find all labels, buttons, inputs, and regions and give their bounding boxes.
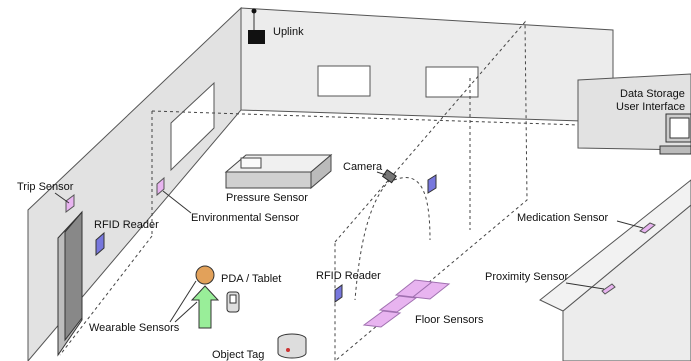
object-tag-body — [277, 339, 307, 359]
left-wall-window — [170, 81, 215, 172]
medication-sensor-leader — [616, 220, 644, 229]
trip-sensor-leader — [54, 192, 70, 204]
bed-front — [225, 171, 312, 189]
wearable-sensors-label: Wearable Sensors — [89, 322, 180, 334]
pda-screen — [229, 294, 237, 304]
object-tag-dot — [286, 348, 290, 352]
medication-sensor-label: Medication Sensor — [517, 212, 608, 224]
environmental-sensor — [156, 176, 165, 197]
floor-edge-left-bottom — [59, 235, 153, 356]
proximity-sensor-label: Proximity Sensor — [485, 271, 568, 283]
user-interface-label: User Interface — [616, 101, 685, 113]
computer-keyboard — [659, 145, 691, 155]
bed-side — [310, 153, 332, 190]
uplink-box — [248, 30, 265, 44]
floor-sensors-label: Floor Sensors — [415, 314, 484, 326]
rfid-reader-floor-label: RFID Reader — [316, 270, 381, 282]
camera-icon — [381, 169, 397, 184]
floor-sensor-4 — [362, 310, 402, 328]
person-body — [190, 285, 220, 329]
right-desk-top — [577, 73, 691, 151]
object-tag-label: Object Tag — [212, 349, 264, 361]
floor-sensor-2 — [411, 281, 451, 300]
trip-sensor-label: Trip Sensor — [17, 181, 74, 193]
uplink-label: Uplink — [273, 26, 304, 38]
pressure-pad — [240, 157, 262, 169]
rfid-reader-floor — [334, 284, 343, 303]
pressure-sensor-label: Pressure Sensor — [226, 192, 308, 204]
medication-sensor — [639, 222, 656, 234]
rfid-reader-wall-label: RFID Reader — [94, 219, 159, 231]
back-wall-sensor — [427, 174, 437, 194]
door-edge — [64, 210, 83, 342]
person-head — [195, 265, 215, 285]
trip-sensor — [65, 194, 75, 213]
pda-tablet-label: PDA / Tablet — [221, 273, 281, 285]
proximity-sensor — [601, 283, 616, 295]
right-counter-top — [539, 179, 691, 312]
back-wall-window-left — [317, 65, 371, 97]
floor-sensor-3 — [378, 295, 418, 313]
wearable-leader-head — [169, 280, 197, 323]
proximity-sensor-leader — [565, 282, 605, 290]
computer-screen — [669, 117, 690, 139]
uplink-antenna-tip — [251, 8, 257, 14]
data-storage-label: Data Storage — [620, 88, 685, 100]
floor-edge-back — [151, 110, 581, 126]
rfid-reader-wall — [95, 231, 105, 257]
camera-view-cone — [354, 177, 431, 301]
camera-field-frame — [334, 20, 528, 361]
camera-label: Camera — [343, 161, 383, 173]
environmental-sensor-leader — [162, 190, 192, 214]
environmental-sensor-label: Environmental Sensor — [191, 212, 300, 224]
back-wall-window-right — [425, 66, 479, 98]
camera-leader — [376, 171, 387, 176]
wearable-leader-body — [174, 301, 198, 323]
